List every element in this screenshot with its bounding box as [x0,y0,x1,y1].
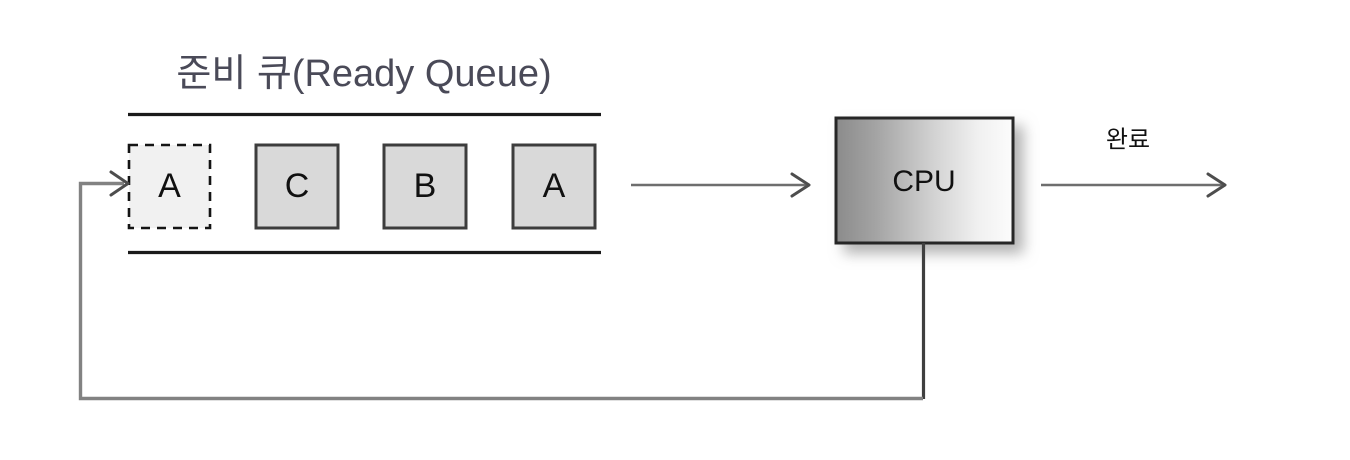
complete-arrow: 완료 [1041,126,1227,198]
feedback-arrow-head-icon [109,170,130,197]
queue-slot-3-box [511,143,597,230]
ready-queue-title: 준비 큐(Ready Queue) [176,53,551,95]
queue-slot-1-box [254,143,340,230]
queue-slot-1[interactable]: C [254,143,340,230]
queue-slot-3-label: A [543,167,566,205]
queue-slot-1-label: C [285,167,310,205]
queue-slot-2-label: B [414,167,437,205]
dispatch-arrow-head-icon [790,172,811,198]
queue-slot-0-label: A [158,167,181,205]
queue-slot-3[interactable]: A [511,143,597,230]
dispatch-arrow [631,172,811,198]
complete-arrow-head-icon [1206,172,1227,198]
feedback-arrow-shaft [78,181,923,401]
cpu-label: CPU [892,165,955,198]
queue-slot-2-box [382,143,468,230]
queue-slot-2[interactable]: B [382,143,468,230]
complete-arrow-label: 완료 [1106,126,1150,153]
queue-slot-0-box [127,143,212,230]
cpu-block[interactable]: CPU [834,116,1015,245]
feedback-arrow [78,170,923,401]
queue-slot-0[interactable]: A [127,143,212,230]
